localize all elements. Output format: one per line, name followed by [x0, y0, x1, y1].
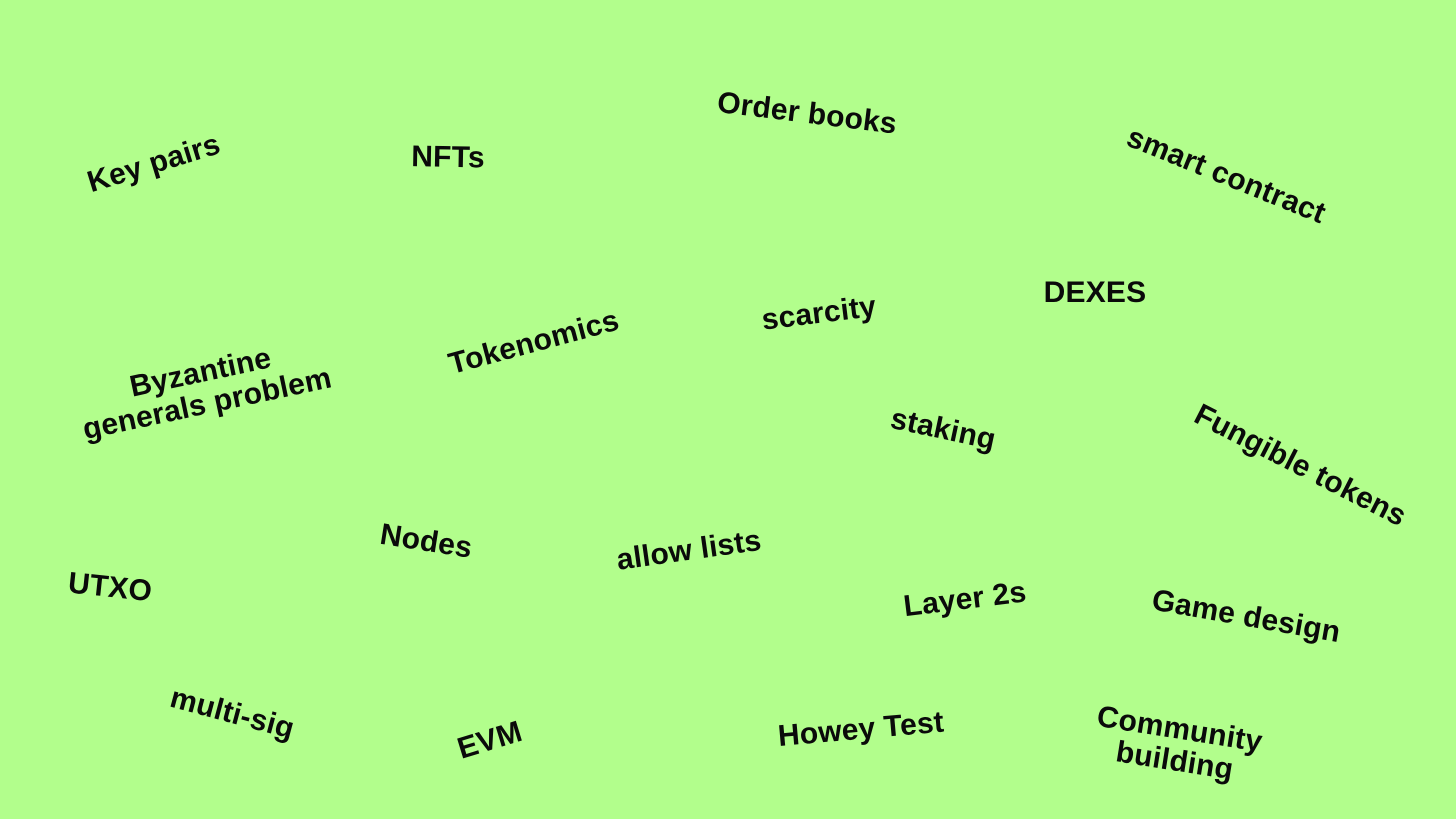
term-tokenomics: Tokenomics: [445, 303, 623, 381]
term-smart-contract: smart contract: [1122, 120, 1331, 231]
term-scarcity: scarcity: [759, 289, 879, 337]
term-layer-2s: Layer 2s: [901, 575, 1029, 624]
term-allow-lists: allow lists: [614, 523, 764, 577]
term-nodes: Nodes: [377, 517, 475, 565]
term-fungible-tokens: Fungible tokens: [1189, 397, 1412, 533]
term-utxo: UTXO: [66, 566, 154, 609]
term-nfts: NFTs: [410, 140, 486, 175]
term-dexes: DEXES: [1043, 275, 1147, 309]
term-howey-test: Howey Test: [776, 705, 946, 754]
term-game-design: Game design: [1149, 583, 1343, 650]
term-order-books: Order books: [715, 85, 899, 141]
term-community-building: Community building: [1094, 699, 1265, 787]
term-staking: staking: [887, 402, 999, 457]
term-multi-sig: multi-sig: [166, 680, 298, 746]
term-key-pairs: Key pairs: [83, 127, 225, 200]
term-byzantine-generals-problem: Byzantine generals problem: [79, 341, 335, 447]
term-evm: EVM: [453, 714, 526, 766]
